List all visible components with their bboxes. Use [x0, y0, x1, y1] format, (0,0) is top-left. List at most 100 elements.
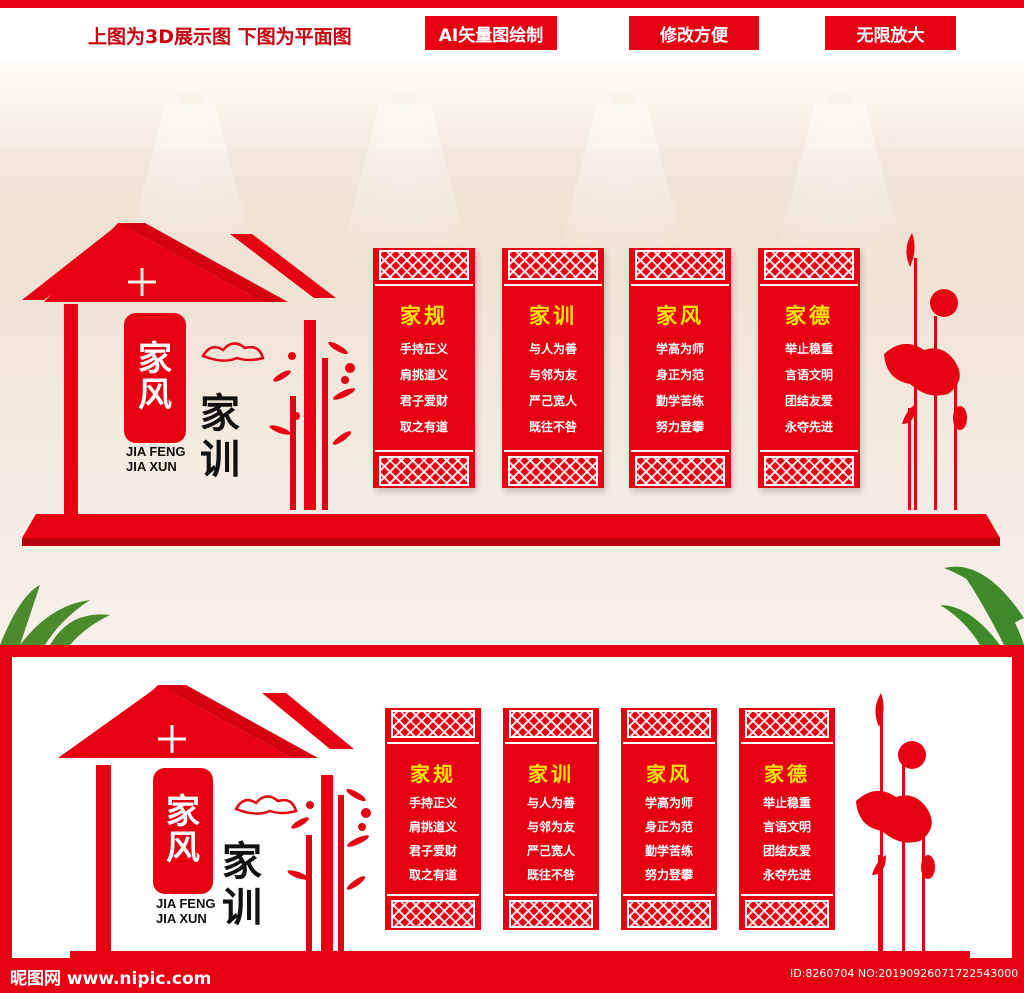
panel-jiagui-flat: 家规 手持正义 肩挑道义 君子爱财 取之有道 — [385, 708, 481, 930]
panel-line: 身正为范 — [644, 820, 693, 834]
lattice-top — [745, 710, 829, 738]
house-structure-flat — [58, 685, 970, 961]
panel-line: 君子爱财 — [399, 394, 448, 408]
pinyin-label-3d: JIA FENG JIA XUN — [126, 444, 185, 474]
panel-line: 严己宽人 — [526, 844, 575, 858]
big-char-jia-flat: 家 — [222, 838, 262, 885]
lattice-top — [509, 710, 593, 738]
panel-line: 举止稳重 — [762, 796, 811, 810]
lattice-top — [764, 250, 854, 280]
top-red-bar — [0, 0, 1024, 8]
lattice-top — [508, 250, 598, 280]
panel-line: 取之有道 — [399, 420, 448, 434]
lattice-top — [627, 710, 711, 738]
panel-line: 勤学苦练 — [644, 844, 693, 858]
panel-body — [760, 284, 858, 452]
pinyin-line: JIA FENG — [126, 444, 186, 459]
lattice-bottom — [508, 456, 598, 486]
bottom-red-bar — [0, 958, 1024, 993]
lattice-bottom — [509, 900, 593, 928]
tag-infinite-zoom: 无限放大 — [825, 16, 956, 50]
panel-line: 与人为善 — [528, 342, 577, 356]
panel-line: 努力登攀 — [655, 420, 704, 434]
panel-line: 与邻为友 — [526, 820, 575, 834]
big-char-jia-3d: 家 — [200, 390, 240, 437]
tag-ai-vector: AI矢量图绘制 — [425, 16, 557, 50]
lattice-top — [391, 710, 475, 738]
panel-line: 肩挑道义 — [408, 820, 457, 834]
panel-body — [375, 284, 473, 452]
watermark-site: 昵图网 www.nipic.com — [10, 969, 212, 989]
panel-jiagui-3d: 家规 手持正义 肩挑道义 君子爱财 取之有道 — [373, 248, 475, 488]
panel-body — [631, 284, 729, 452]
watermark-id: ID:8260704 NO:20190926071722543000 — [790, 967, 1019, 980]
pinyin-line: JIA FENG — [156, 896, 216, 911]
panel-line: 严己宽人 — [528, 394, 577, 408]
panel-line: 言语文明 — [762, 820, 811, 834]
panel-jiafeng-flat: 家风 学高为师 身正为范 勤学苦练 努力登攀 — [621, 708, 717, 930]
panel-jiafeng-3d: 家风 学高为师 身正为范 勤学苦练 努力登攀 — [629, 248, 731, 488]
panel-body — [504, 284, 602, 452]
pinyin-label-flat: JIA FENG JIA XUN — [156, 896, 215, 926]
big-char-xun-3d: 训 — [200, 436, 240, 483]
panel-line: 永夺先进 — [784, 420, 833, 434]
panel-line: 既往不咎 — [528, 420, 577, 434]
panel-line: 手持正义 — [399, 342, 448, 356]
panel-body — [741, 742, 833, 896]
badge-char: 风 — [166, 828, 200, 868]
panel-line: 努力登攀 — [644, 868, 693, 882]
panel-line: 与邻为友 — [528, 368, 577, 382]
panel-line: 既往不咎 — [526, 868, 575, 882]
panel-title: 家训 — [528, 762, 574, 786]
panel-line: 君子爱财 — [408, 844, 457, 858]
panel-line: 与人为善 — [526, 796, 575, 810]
panel-body — [387, 742, 479, 896]
badge-char: 家 — [166, 792, 200, 833]
panel-jiaxun-flat: 家训 与人为善 与邻为友 严己宽人 既往不咎 — [503, 708, 599, 930]
panel-line: 取之有道 — [408, 868, 457, 882]
panel-title: 家风 — [646, 762, 692, 786]
panel-jiade-3d: 家德 举止稳重 言语文明 团结友爱 永夺先进 — [758, 248, 860, 488]
badge-char: 家 — [138, 339, 172, 380]
panel-line: 肩挑道义 — [399, 368, 448, 382]
lattice-bottom — [379, 456, 469, 486]
house-structure-3d — [0, 223, 1024, 645]
panel-line: 言语文明 — [784, 368, 833, 382]
logo-badge-3d: 家 风 — [124, 313, 186, 443]
pinyin-line: JIA XUN — [126, 459, 177, 474]
panel-title: 家德 — [764, 762, 810, 786]
panel-jiaxun-3d: 家训 与人为善 与邻为友 严己宽人 既往不咎 — [502, 248, 604, 488]
flat-frame — [0, 645, 1024, 963]
lattice-top — [379, 250, 469, 280]
panel-title: 家风 — [656, 303, 704, 328]
spotlight — [335, 94, 475, 278]
panel-line: 举止稳重 — [784, 342, 833, 356]
lattice-bottom — [764, 456, 854, 486]
leaf-plant-right — [940, 566, 1024, 645]
leaf-plant-left — [0, 585, 110, 645]
panel-jiade-flat: 家德 举止稳重 言语文明 团结友爱 永夺先进 — [739, 708, 835, 930]
lattice-bottom — [745, 900, 829, 928]
pinyin-line: JIA XUN — [156, 911, 207, 926]
panel-line: 永夺先进 — [762, 868, 811, 882]
logo-badge-flat: 家 风 — [153, 768, 213, 894]
panel-line: 团结友爱 — [784, 394, 833, 408]
panel-line: 学高为师 — [644, 796, 693, 810]
panel-body — [623, 742, 715, 896]
big-char-xun-flat: 训 — [222, 884, 262, 931]
panel-title: 家德 — [785, 303, 833, 328]
badge-char: 风 — [138, 375, 172, 415]
panel-line: 手持正义 — [408, 796, 457, 810]
panel-line: 团结友爱 — [762, 844, 811, 858]
wall-3d-view: 家 风 JIA FENG JIA XUN 家 训 家规 手持正义 肩挑道义 君子… — [0, 58, 1024, 645]
panel-line: 勤学苦练 — [655, 394, 704, 408]
header-caption: 上图为3D展示图 下图为平面图 — [88, 26, 352, 48]
spotlight — [770, 94, 910, 278]
lattice-bottom — [635, 456, 725, 486]
panel-title: 家训 — [529, 303, 577, 328]
lattice-bottom — [627, 900, 711, 928]
lattice-top — [635, 250, 725, 280]
spotlight — [552, 94, 692, 278]
lattice-bottom — [391, 900, 475, 928]
panel-line: 学高为师 — [655, 342, 704, 356]
